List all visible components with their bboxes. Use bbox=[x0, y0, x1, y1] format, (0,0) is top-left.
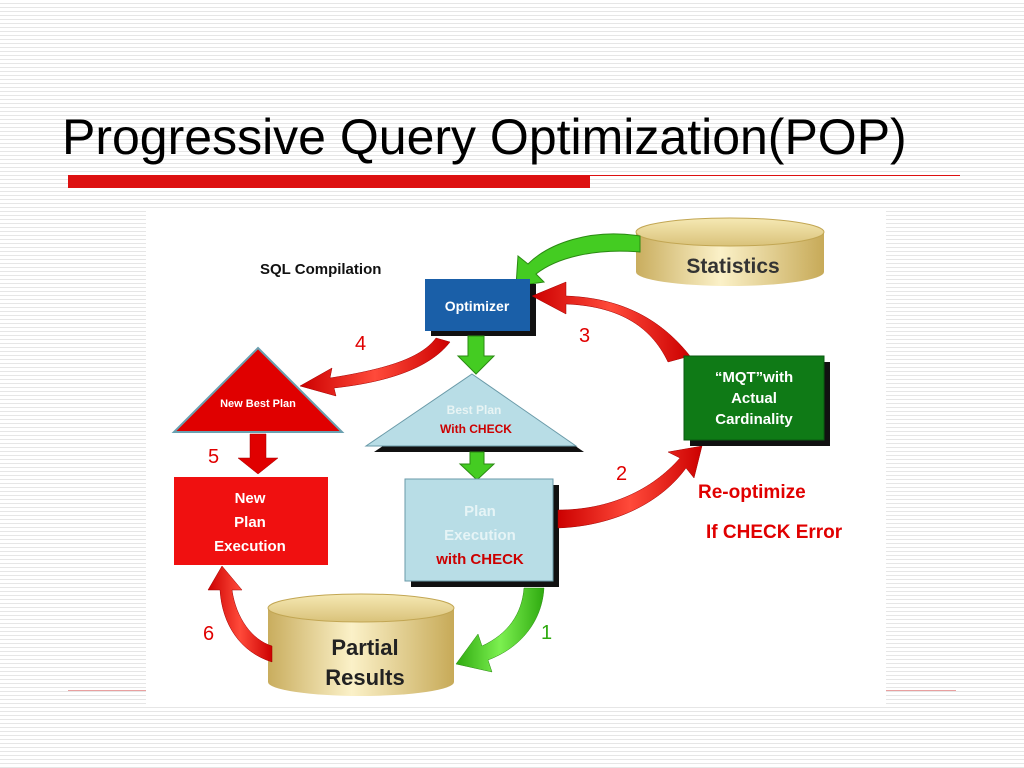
plan-execution-box: Plan Execution with CHECK bbox=[404, 478, 559, 587]
arrow-step-5 bbox=[237, 433, 279, 475]
mqt-line-3: Cardinality bbox=[715, 411, 793, 428]
arrow-step-6 bbox=[207, 565, 273, 663]
sql-compilation-label: SQL Compilation bbox=[260, 261, 381, 278]
reoptimize-label: Re-optimize bbox=[698, 482, 806, 503]
step-2-label: 2 bbox=[616, 463, 627, 485]
step-4-label: 4 bbox=[355, 333, 366, 355]
check-error-label: If CHECK Error bbox=[706, 522, 843, 543]
plan-execution-line-1: Plan bbox=[464, 503, 496, 520]
pop-diagram: Statistics SQL Compilation Optimizer 3 4… bbox=[171, 217, 843, 696]
partial-results-line-2: Results bbox=[325, 665, 404, 690]
new-plan-execution-line-1: New bbox=[235, 490, 266, 507]
best-plan-label: Best Plan bbox=[447, 403, 502, 417]
arrow-statistics-to-optimizer bbox=[515, 233, 641, 287]
new-plan-execution-line-3: Execution bbox=[214, 538, 286, 555]
step-5-label: 5 bbox=[208, 446, 219, 468]
title-underline-thick bbox=[68, 175, 590, 188]
title-underline-thin bbox=[590, 175, 960, 176]
new-plan-execution-line-2: Plan bbox=[234, 514, 266, 531]
step-6-label: 6 bbox=[203, 623, 214, 645]
statistics-cylinder: Statistics bbox=[635, 217, 825, 286]
best-plan-triangle: Best Plan With CHECK bbox=[364, 373, 584, 452]
plan-execution-line-2: Execution bbox=[444, 527, 516, 544]
best-plan-check-label: With CHECK bbox=[440, 422, 512, 436]
footer-rule-left bbox=[68, 690, 148, 691]
arrow-step-2 bbox=[557, 445, 703, 529]
arrow-best-plan-to-execution bbox=[458, 451, 496, 481]
mqt-box: “MQT”with Actual Cardinality bbox=[683, 355, 830, 446]
statistics-label: Statistics bbox=[686, 255, 779, 278]
new-plan-execution-box: New Plan Execution bbox=[174, 477, 328, 565]
step-3-label: 3 bbox=[579, 325, 590, 347]
arrow-step-4 bbox=[299, 337, 451, 397]
arrow-step-1 bbox=[455, 587, 545, 673]
arrow-step-3 bbox=[531, 281, 691, 363]
mqt-line-2: Actual bbox=[731, 390, 777, 407]
new-best-plan-label: New Best Plan bbox=[220, 398, 296, 410]
new-best-plan-triangle: New Best Plan bbox=[171, 346, 345, 433]
step-1-label: 1 bbox=[541, 622, 552, 644]
partial-results-line-1: Partial bbox=[331, 635, 398, 660]
mqt-line-1: “MQT”with bbox=[715, 369, 793, 386]
plan-execution-line-3: with CHECK bbox=[435, 551, 524, 568]
footer-rule-right bbox=[886, 690, 956, 691]
partial-results-cylinder: Partial Results bbox=[267, 593, 455, 696]
slide-title: Progressive Query Optimization(POP) bbox=[62, 109, 907, 165]
optimizer-label: Optimizer bbox=[445, 298, 510, 314]
diagram-panel: Statistics SQL Compilation Optimizer 3 4… bbox=[146, 208, 886, 705]
arrow-optimizer-to-best-plan bbox=[456, 335, 496, 375]
optimizer-box: Optimizer bbox=[425, 279, 536, 336]
